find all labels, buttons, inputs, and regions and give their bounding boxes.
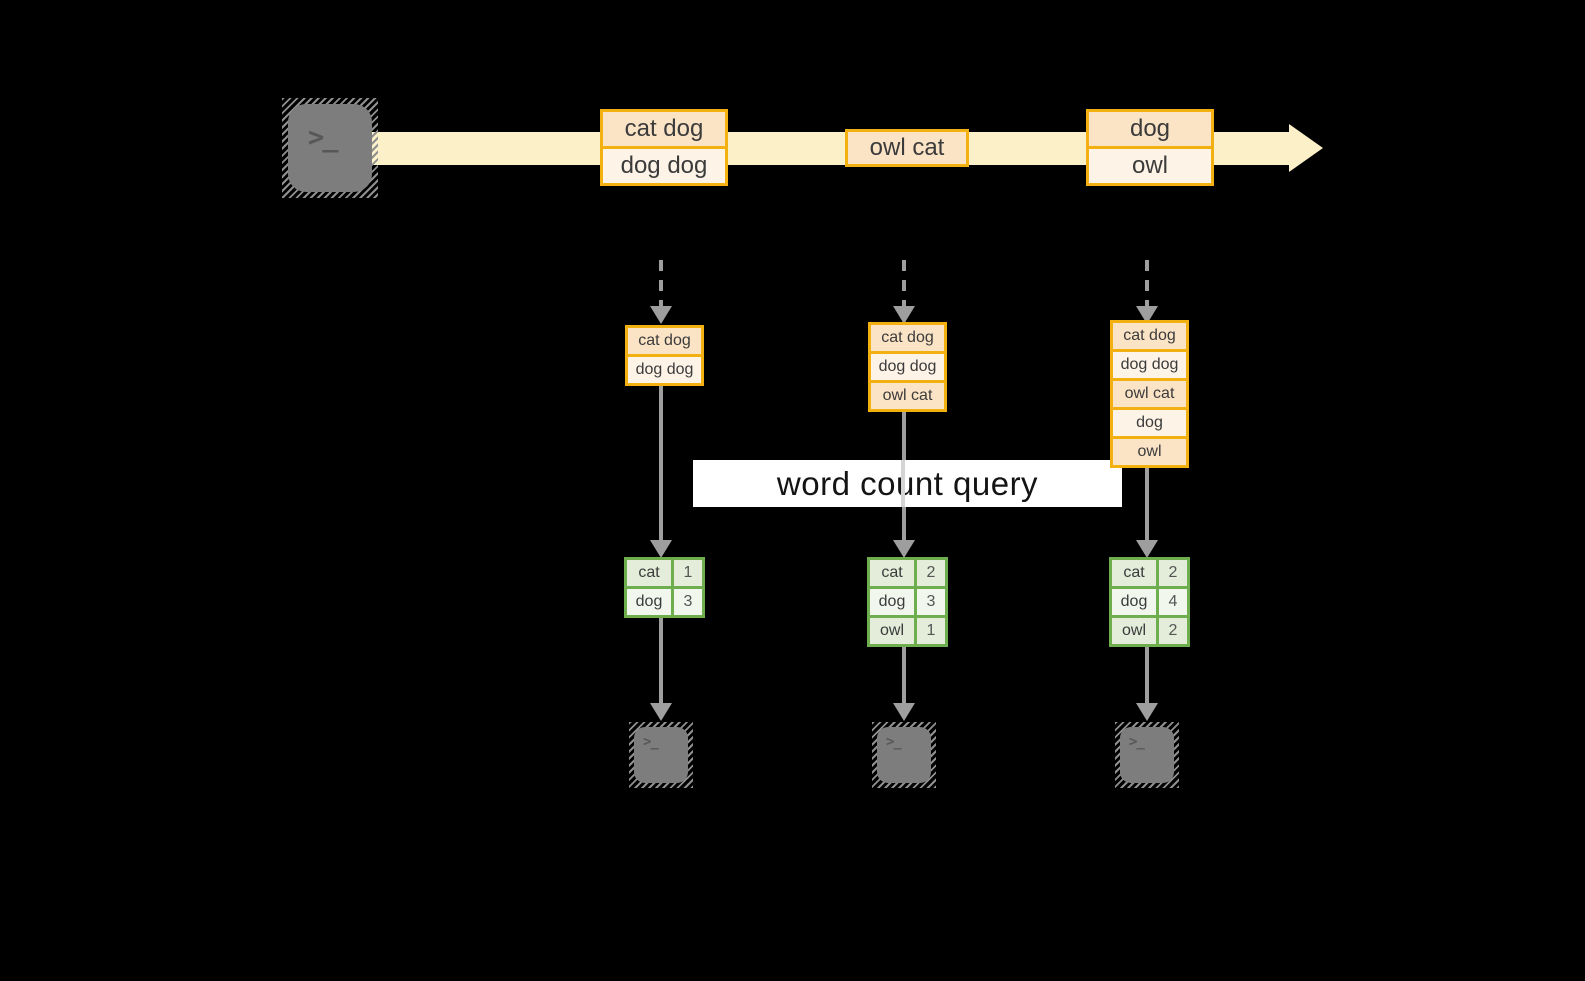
source-terminal-icon: >_	[282, 98, 378, 198]
word-cell: dog	[1120, 593, 1148, 610]
terminal-prompt-icon: >_	[886, 734, 902, 750]
word-cell: cat	[1123, 564, 1145, 581]
sink-terminal-icon-3: >_	[1115, 722, 1179, 788]
word-cell: dog	[635, 593, 663, 610]
arrowhead-icon	[650, 306, 672, 324]
buffer-line: dog dog	[871, 351, 944, 380]
buffer-line: dog dog	[1113, 349, 1186, 378]
count-cell: 3	[914, 589, 945, 615]
buffer-line: cat dog	[628, 328, 701, 354]
arrowhead-icon	[893, 540, 915, 558]
count-cell: 2	[1156, 618, 1187, 644]
connector-through-label	[901, 460, 905, 507]
buffer-line: dog	[1113, 407, 1186, 436]
count-cell: 3	[671, 589, 702, 615]
buffer-stack-1: cat dog dog dog	[625, 325, 704, 386]
arrowhead-icon	[1136, 540, 1158, 558]
stream-event-1: cat dog dog dog	[600, 109, 728, 186]
buffer-line: owl cat	[871, 380, 944, 409]
arrowhead-icon	[1136, 703, 1158, 721]
buffer-line: owl	[1113, 436, 1186, 465]
table-row: dog 4	[1112, 586, 1187, 615]
arrowhead-icon	[650, 540, 672, 558]
event-line: dog dog	[603, 146, 725, 183]
count-cell: 4	[1156, 589, 1187, 615]
connector-line	[659, 385, 663, 542]
word-cell: owl	[879, 622, 904, 639]
word-cell: cat	[638, 564, 660, 581]
dashed-connector	[1145, 260, 1149, 306]
dashed-connector	[659, 260, 663, 306]
connector-line	[1145, 467, 1149, 542]
count-table-3: cat 2 dog 4 owl 2	[1109, 557, 1190, 647]
count-cell: 2	[914, 560, 945, 586]
sink-terminal-icon-2: >_	[872, 722, 936, 788]
count-table-2: cat 2 dog 3 owl 1	[867, 557, 948, 647]
terminal-prompt-icon: >_	[1129, 734, 1145, 750]
connector-line	[902, 646, 906, 705]
terminal-body: >_	[1120, 727, 1174, 783]
dashed-connector	[902, 260, 906, 306]
count-table-1: cat 1 dog 3	[624, 557, 705, 618]
buffer-line: owl cat	[1113, 378, 1186, 407]
terminal-prompt-icon: >_	[643, 734, 659, 750]
table-row: dog 3	[627, 586, 702, 615]
stream-arrowhead-icon	[1289, 124, 1323, 172]
event-line: cat dog	[603, 112, 725, 146]
table-row: owl 1	[870, 615, 945, 644]
table-row: cat 2	[1112, 560, 1187, 586]
count-cell: 1	[914, 618, 945, 644]
query-label-text: word count query	[776, 464, 1039, 502]
buffer-stack-2: cat dog dog dog owl cat	[868, 322, 947, 412]
table-row: owl 2	[1112, 615, 1187, 644]
word-cell: owl	[1121, 622, 1146, 639]
buffer-line: cat dog	[871, 325, 944, 351]
buffer-stack-3: cat dog dog dog owl cat dog owl	[1110, 320, 1189, 468]
buffer-line: dog dog	[628, 354, 701, 383]
event-line: owl	[1089, 146, 1211, 183]
count-cell: 2	[1156, 560, 1187, 586]
terminal-body: >_	[877, 727, 931, 783]
arrowhead-icon	[650, 703, 672, 721]
connector-line	[659, 617, 663, 705]
table-row: dog 3	[870, 586, 945, 615]
event-line: owl cat	[848, 132, 966, 164]
connector-line	[1145, 646, 1149, 705]
word-cell: dog	[878, 593, 906, 610]
query-label: word count query	[693, 460, 1122, 507]
table-row: cat 2	[870, 560, 945, 586]
arrowhead-icon	[893, 703, 915, 721]
word-cell: cat	[881, 564, 903, 581]
stream-event-3: dog owl	[1086, 109, 1214, 186]
event-line: dog	[1089, 112, 1211, 146]
count-cell: 1	[671, 560, 702, 586]
stream-event-2: owl cat	[845, 129, 969, 167]
arrowhead-icon	[1136, 306, 1158, 324]
terminal-body: >_	[634, 727, 688, 783]
table-row: cat 1	[627, 560, 702, 586]
sink-terminal-icon-1: >_	[629, 722, 693, 788]
buffer-line: cat dog	[1113, 323, 1186, 349]
terminal-prompt-icon: >_	[308, 122, 338, 153]
terminal-body: >_	[288, 104, 372, 192]
arrowhead-icon	[893, 306, 915, 324]
